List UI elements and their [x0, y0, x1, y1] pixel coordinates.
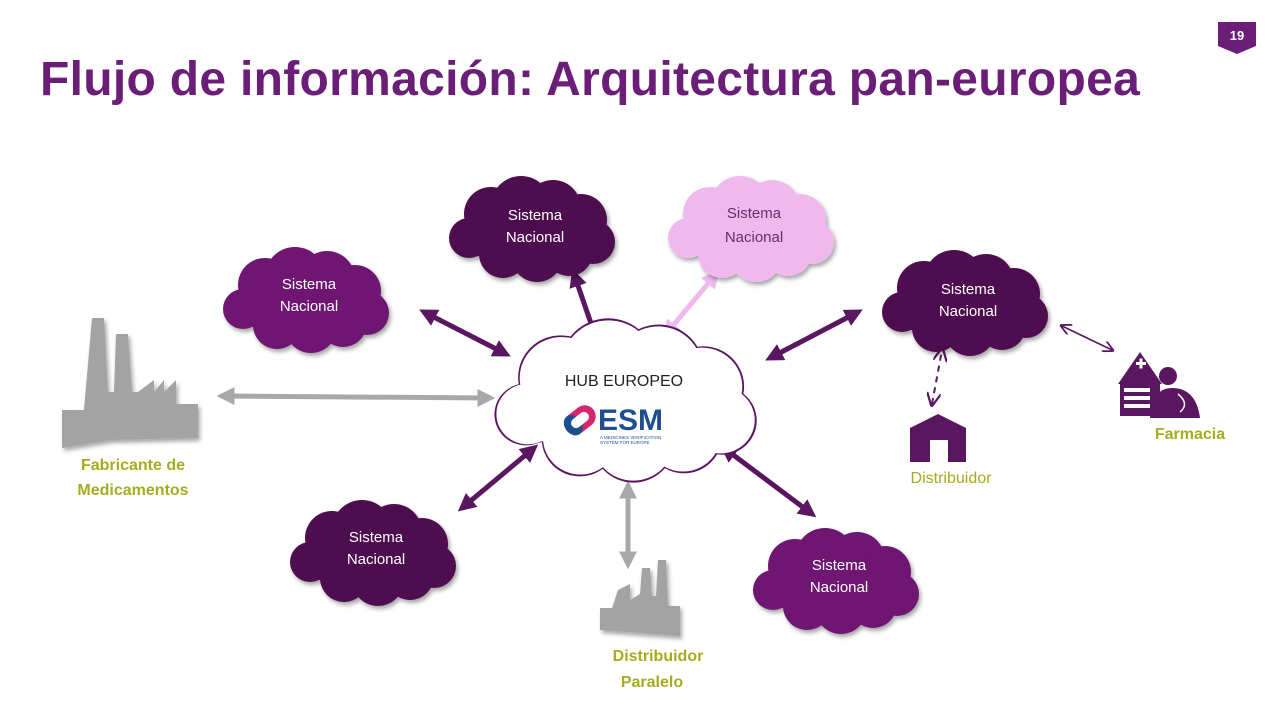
cloud-national-left: Sistema Nacional	[223, 247, 389, 353]
esm-logo-caption-1: A MEDICINES VERIFICATION	[600, 435, 661, 440]
cloud-label-line1: Sistema	[812, 557, 867, 574]
cloud-label-line2: Nacional	[810, 579, 868, 596]
pill-icon	[563, 405, 596, 436]
arrow-manufacturer-hub	[216, 387, 496, 407]
cloud-label-line1: Sistema	[508, 207, 563, 224]
cloud-label-line1: Sistema	[941, 281, 996, 298]
esm-logo-text: ESM	[598, 404, 663, 437]
cloud-label-line2: Nacional	[939, 303, 997, 320]
manufacturer-label-line2: Medicamentos	[77, 482, 188, 499]
hub-title: HUB EUROPEO	[565, 373, 683, 390]
parallel-distributor-label-line2: Paralelo	[621, 674, 683, 691]
cloud-label-line1: Sistema	[282, 276, 337, 293]
cloud-label-line2: Nacional	[725, 229, 783, 246]
cloud-national-light: Sistema Nacional	[668, 176, 834, 282]
distributor-label: Distribuidor	[911, 470, 993, 487]
warehouse-icon	[910, 414, 966, 462]
slide-title: Flujo de información: Arquitectura pan-e…	[40, 53, 1141, 106]
hub-cloud: HUB EUROPEO ESM A MEDICINES VERIFICATION…	[494, 318, 757, 483]
manufacturer-label-line1: Fabricante de	[81, 457, 185, 474]
pharmacy-label: Farmacia	[1155, 426, 1225, 443]
connection-arrows	[216, 268, 1112, 570]
arrow-cloud-left-hub	[419, 309, 511, 357]
arrow-distributor-cloud	[932, 350, 942, 404]
esm-logo-caption-2: SYSTEM FOR EUROPE	[600, 440, 650, 445]
factory-icon	[62, 318, 198, 448]
cloud-label-line2: Nacional	[347, 551, 405, 568]
page-number: 19	[1229, 28, 1245, 43]
page-number-badge	[1218, 22, 1256, 54]
cloud-label-line2: Nacional	[280, 298, 338, 315]
cloud-national-bottom-left: Sistema Nacional	[290, 500, 456, 606]
esm-logo: ESM A MEDICINES VERIFICATION SYSTEM FOR …	[563, 404, 663, 445]
pharmacy-icon	[1118, 352, 1200, 418]
parallel-distributor-factory-icon	[600, 560, 680, 636]
arrow-cloud-bottom-right-hub	[719, 444, 817, 518]
cloud-national-bottom-right: Sistema Nacional	[753, 528, 919, 634]
cloud-national-top: Sistema Nacional	[449, 176, 615, 282]
arrow-cloud-right-hub	[765, 309, 863, 361]
parallel-distributor-label-line1: Distribuidor	[613, 648, 704, 665]
arrow-cloud-bottom-left-hub	[457, 444, 539, 512]
arrow-cloud-light-hub	[662, 269, 720, 339]
arrow-pharmacy-cloud	[1062, 326, 1112, 350]
cloud-label-line2: Nacional	[506, 229, 564, 246]
cloud-label-line1: Sistema	[727, 205, 782, 222]
cloud-national-right: Sistema Nacional	[882, 250, 1048, 356]
cloud-label-line1: Sistema	[349, 529, 404, 546]
